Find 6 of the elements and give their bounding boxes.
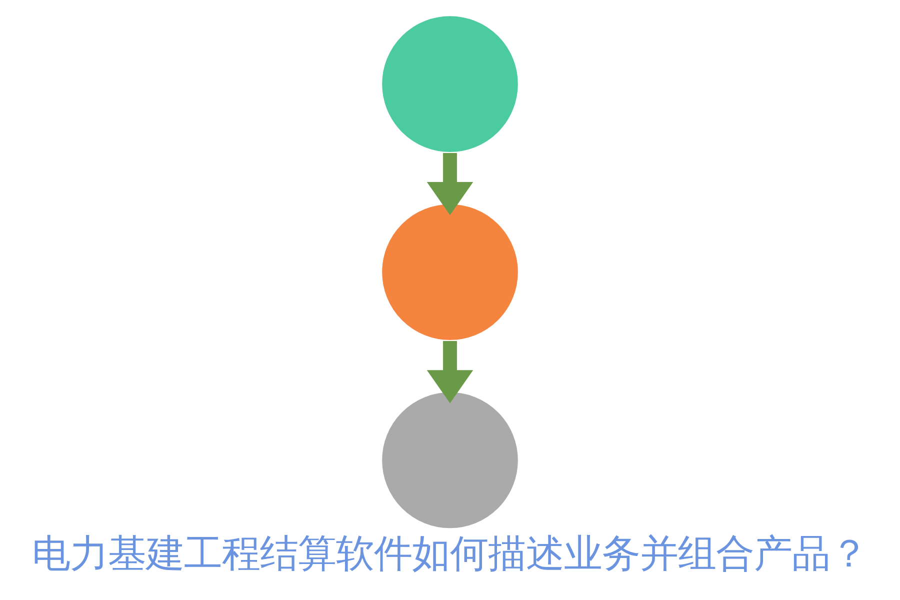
node-circle xyxy=(380,390,520,530)
arrow xyxy=(426,152,474,216)
arrow xyxy=(426,341,474,404)
node-circle xyxy=(380,202,520,342)
caption: 电力基建工程结算软件如何描述业务并组合产品？ xyxy=(32,532,868,577)
node-circle xyxy=(380,14,520,154)
